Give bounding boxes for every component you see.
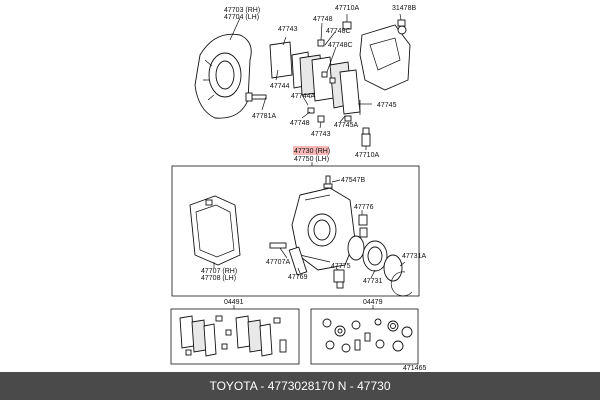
- label-47781a: 47781A: [252, 113, 276, 120]
- label-47730: 47730 (RH): [294, 148, 330, 155]
- label-47707a: 47707A: [266, 259, 290, 266]
- caliper-body-drawing: [291, 187, 356, 271]
- label-47748c-b: 47748C: [328, 42, 353, 49]
- pad-support-plate-drawing: [189, 195, 241, 266]
- label-04491: 04491: [224, 299, 244, 306]
- bleeder-screw-47547b: [323, 175, 333, 189]
- label-47750: 47750 (LH): [294, 156, 329, 163]
- leader-lines-top: [229, 13, 402, 150]
- leader-lines-main: [213, 179, 406, 279]
- piston-and-seals-drawing: [347, 235, 413, 297]
- label-47748c: 47748C: [326, 28, 351, 35]
- label-47744: 47744: [270, 83, 290, 90]
- seal-kit-box-04479: [310, 308, 419, 365]
- highlight-47730: [293, 146, 329, 155]
- label-47744a: 47744A: [291, 93, 315, 100]
- label-47776: 47776: [354, 204, 374, 211]
- pad-shims-drawing: [269, 39, 361, 123]
- bolt-47781a: [245, 92, 267, 102]
- label-04479: 04479: [363, 299, 383, 306]
- label-47704: 47704 (LH): [224, 14, 259, 21]
- pad-kit-box-04491: [170, 308, 300, 365]
- label-47743-a: 47743: [278, 26, 298, 33]
- label-471465: 471465: [403, 365, 426, 372]
- label-47731: 47731: [363, 278, 383, 285]
- label-47745: 47745: [377, 102, 397, 109]
- label-47769: 47769: [288, 274, 308, 281]
- label-47703: 47703 (RH): [224, 7, 260, 14]
- label-47708: 47708 (LH): [201, 275, 236, 282]
- label-47710a-bottom: 47710A: [355, 152, 379, 159]
- label-47743-b: 47743: [311, 131, 331, 138]
- label-47710a-top: 47710A: [335, 5, 359, 12]
- pad-kit-04491-drawing: [179, 315, 287, 357]
- label-47707: 47707 (RH): [201, 268, 237, 275]
- caliper-bracket-drawing: [342, 19, 411, 147]
- label-47547b: 47547B: [341, 177, 365, 184]
- part-number-footer: TOYOTA - 4773028170 N - 47730: [0, 372, 600, 400]
- dust-shield-drawing: [194, 33, 252, 119]
- label-31478b: 31478B: [392, 5, 416, 12]
- guide-pins-drawing: [269, 214, 368, 289]
- label-47748-b: 47748: [290, 120, 310, 127]
- label-47745a: 47745A: [334, 122, 358, 129]
- label-47775: 47775: [331, 263, 351, 270]
- caliper-assembly-box: [171, 165, 420, 297]
- label-47748-a: 47748: [313, 16, 333, 23]
- seal-kit-04479-drawing: [322, 318, 413, 353]
- label-47731a: 47731A: [402, 253, 426, 260]
